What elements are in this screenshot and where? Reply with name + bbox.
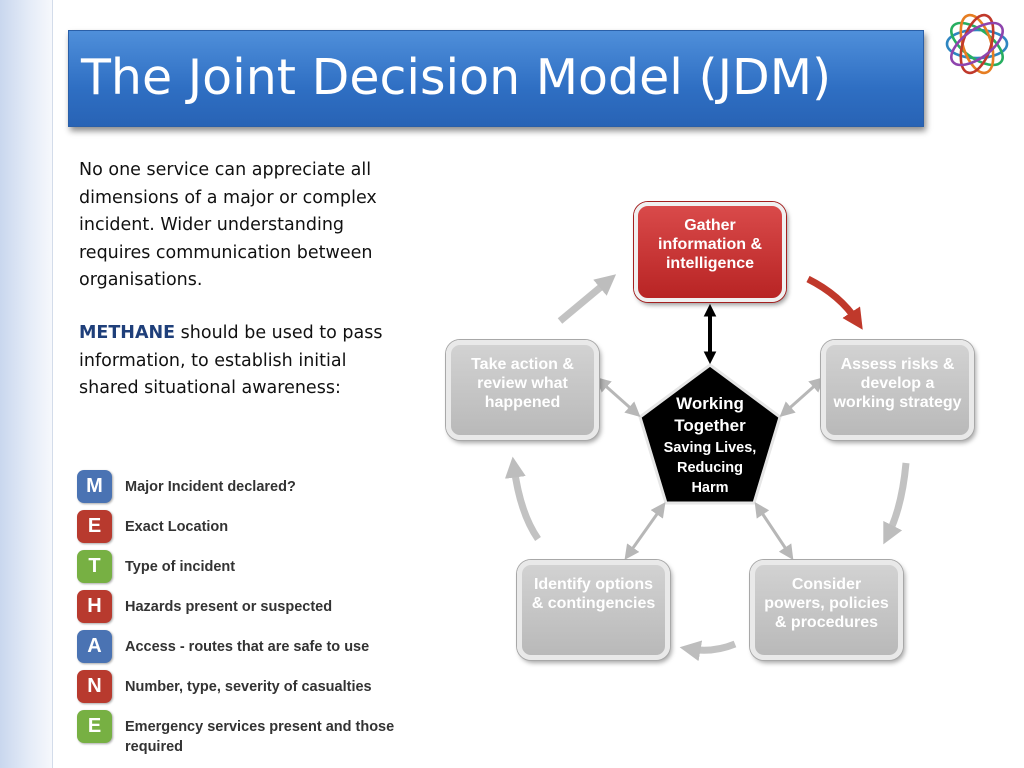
methane-item-text: Type of incident: [125, 559, 236, 575]
arrow-identify-to-action: [504, 456, 541, 541]
box-identify-label: Identify options & contingencies: [531, 576, 656, 612]
methane-line: information, to establish initial: [79, 350, 347, 371]
methane-item-text: Hazards present or suspected: [125, 599, 333, 615]
left-decor-bar: [0, 0, 53, 768]
letter-badge: T: [77, 550, 112, 583]
methane-item-text: Major Incident declared?: [125, 479, 296, 495]
letter-badge: E: [77, 710, 112, 743]
methane-line: should be used to pass: [175, 323, 383, 343]
methane-item-major: M Major Incident declared?: [77, 470, 417, 510]
arrow-gather-to-assess: [806, 275, 863, 330]
methane-item-text: Access - routes that are safe to use: [125, 639, 370, 655]
title-bar: The Joint Decision Model (JDM): [68, 30, 924, 127]
intro-line: requires communication between: [79, 242, 373, 263]
arrow-consider-to-identify: [679, 640, 737, 662]
box-consider: Consider powers, policies & procedures: [750, 560, 903, 660]
diagram-arrows: [504, 274, 910, 662]
methane-line: shared situational awareness:: [79, 378, 341, 398]
intro-line: dimensions of a major or complex: [79, 187, 377, 208]
arrow-center-action: [595, 377, 641, 417]
methane-item-type: T Type of incident: [77, 550, 417, 590]
methane-item-number: N Number, type, severity of casualties: [77, 670, 417, 710]
arrow-center-consider: [754, 502, 794, 560]
center-sub-1: Saving Lives,: [663, 440, 757, 456]
intro-line: incident. Wider understanding: [79, 215, 345, 235]
methane-item-exact-location: E Exact Location: [77, 510, 417, 550]
methane-list: M Major Incident declared? E Exact Locat…: [77, 470, 417, 755]
box-gather: Gather information & intelligence: [634, 202, 786, 302]
methane-item-text: Exact Location: [125, 519, 229, 535]
letter-badge: N: [77, 670, 112, 703]
methane-item-text: Emergency services present and those req…: [125, 719, 395, 755]
box-assess-label: Assess risks & develop a working strateg…: [833, 356, 962, 411]
arrow-assess-to-consider: [883, 462, 910, 545]
methane-item-hazards: H Hazards present or suspected: [77, 590, 417, 630]
methane-keyword: METHANE: [79, 323, 176, 343]
center-sub-3: Harm: [691, 480, 729, 496]
box-consider-label: Consider powers, policies & procedures: [764, 576, 889, 631]
interlocking-rings-logo: [945, 13, 1009, 75]
letter-badge: E: [77, 510, 112, 543]
methane-item-emergency: E Emergency services present and those r…: [77, 710, 417, 755]
center-sub-2: Reducing: [676, 460, 744, 476]
letter-badge: A: [77, 630, 112, 663]
intro-line: No one service can appreciate all: [79, 160, 372, 180]
center-title-2: Together: [674, 416, 746, 435]
letter-badge: H: [77, 590, 112, 623]
box-identify: Identify options & contingencies: [517, 560, 670, 660]
methane-paragraph: METHANE should be used to pass informati…: [79, 320, 409, 403]
intro-line: organisations.: [79, 270, 203, 290]
slide-title: The Joint Decision Model (JDM): [81, 49, 832, 106]
center-pentagon: [638, 363, 782, 505]
letter-badge: M: [77, 470, 112, 503]
center-label: Working Together Saving Lives, Reducing …: [640, 393, 780, 498]
methane-item-text: Number, type, severity of casualties: [125, 679, 372, 695]
jdm-diagram: Gather information & intelligence Assess…: [440, 195, 1000, 675]
box-assess: Assess risks & develop a working strateg…: [821, 340, 974, 440]
box-take-action: Take action & review what happened: [446, 340, 599, 440]
arrow-center-assess: [779, 377, 825, 417]
arrow-action-to-gather: [557, 274, 617, 324]
arrow-center-identify: [624, 502, 666, 560]
box-take-action-label: Take action & review what happened: [471, 356, 574, 411]
box-gather-label: Gather information & intelligence: [658, 217, 762, 272]
center-title-1: Working: [676, 394, 744, 413]
methane-item-access: A Access - routes that are safe to use: [77, 630, 417, 670]
intro-paragraph: No one service can appreciate all dimens…: [79, 157, 409, 295]
